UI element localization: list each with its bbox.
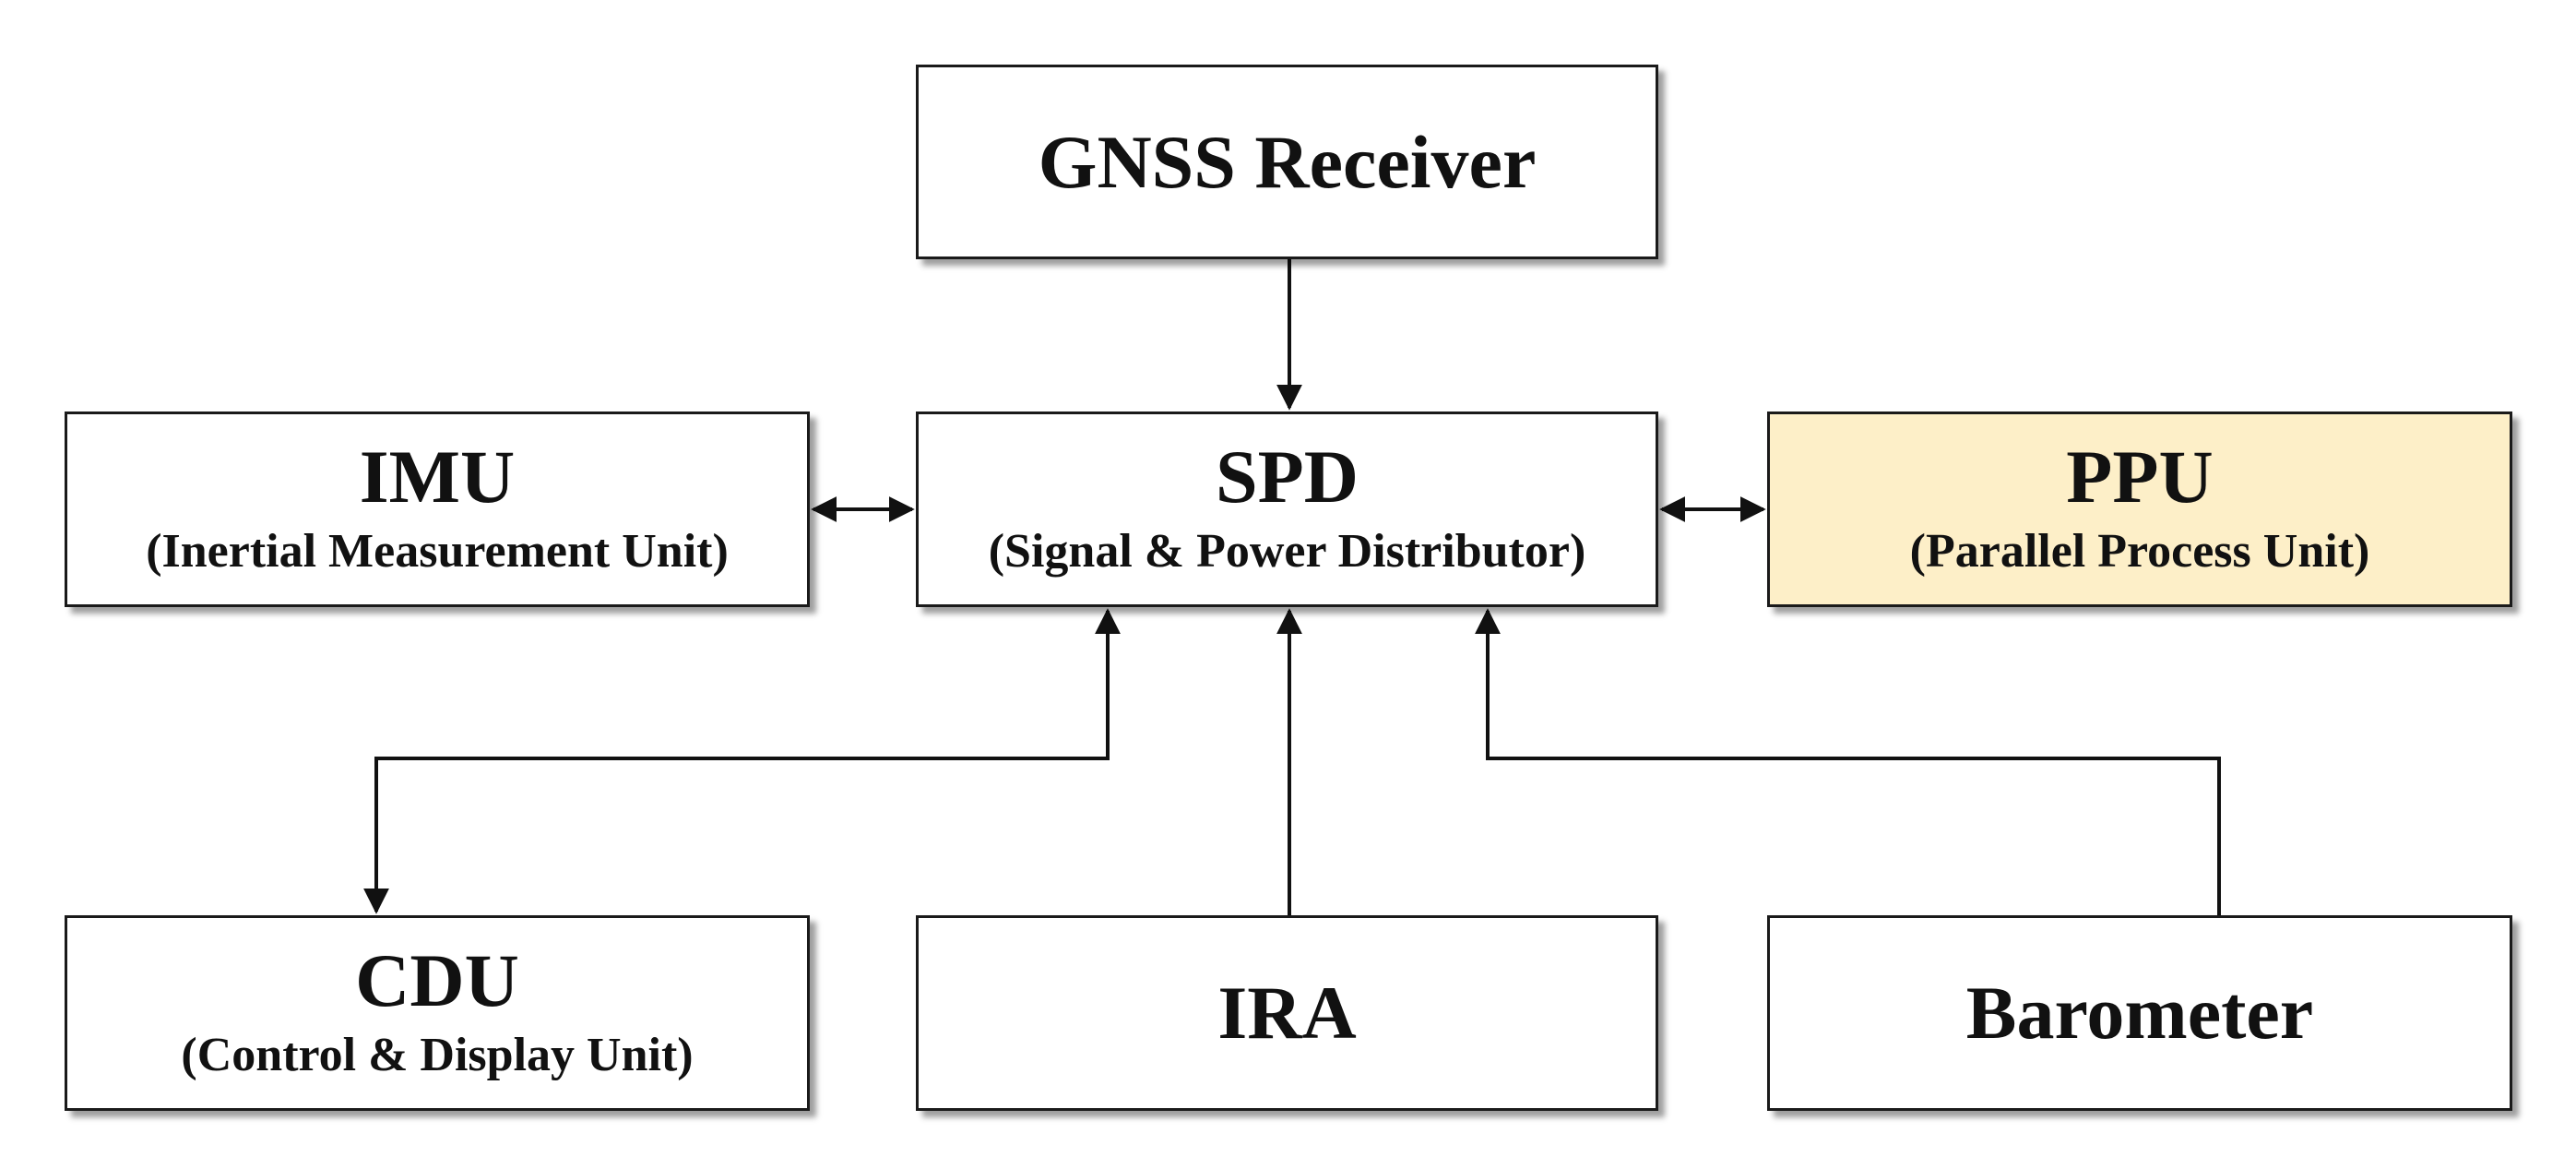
barometer-block: Barometer	[1767, 915, 2512, 1111]
imu-full-name: (Inertial Measurement Unit)	[146, 525, 729, 578]
imu-name: IMU	[359, 435, 516, 519]
cdu-block: CDU (Control & Display Unit)	[65, 915, 810, 1111]
spd-full-name: (Signal & Power Distributor)	[988, 525, 1586, 578]
barometer-name: Barometer	[1965, 971, 2314, 1055]
ira-block: IRA	[916, 915, 1658, 1111]
gnss-receiver-name: GNSS Receiver	[1038, 119, 1537, 204]
spd-name: SPD	[1216, 435, 1359, 519]
cdu-full-name: (Control & Display Unit)	[181, 1029, 694, 1082]
imu-block: IMU (Inertial Measurement Unit)	[65, 412, 810, 607]
cdu-name: CDU	[355, 938, 519, 1023]
spd-block: SPD (Signal & Power Distributor)	[916, 412, 1658, 607]
ppu-block: PPU (Parallel Process Unit)	[1767, 412, 2512, 607]
gnss-receiver-block: GNSS Receiver	[916, 65, 1658, 259]
connector-cdu-spd	[363, 608, 1121, 914]
ppu-name: PPU	[2066, 435, 2214, 519]
ira-name: IRA	[1217, 971, 1357, 1055]
ppu-full-name: (Parallel Process Unit)	[1909, 525, 2370, 578]
connector-barometer-spd	[1475, 608, 2221, 915]
